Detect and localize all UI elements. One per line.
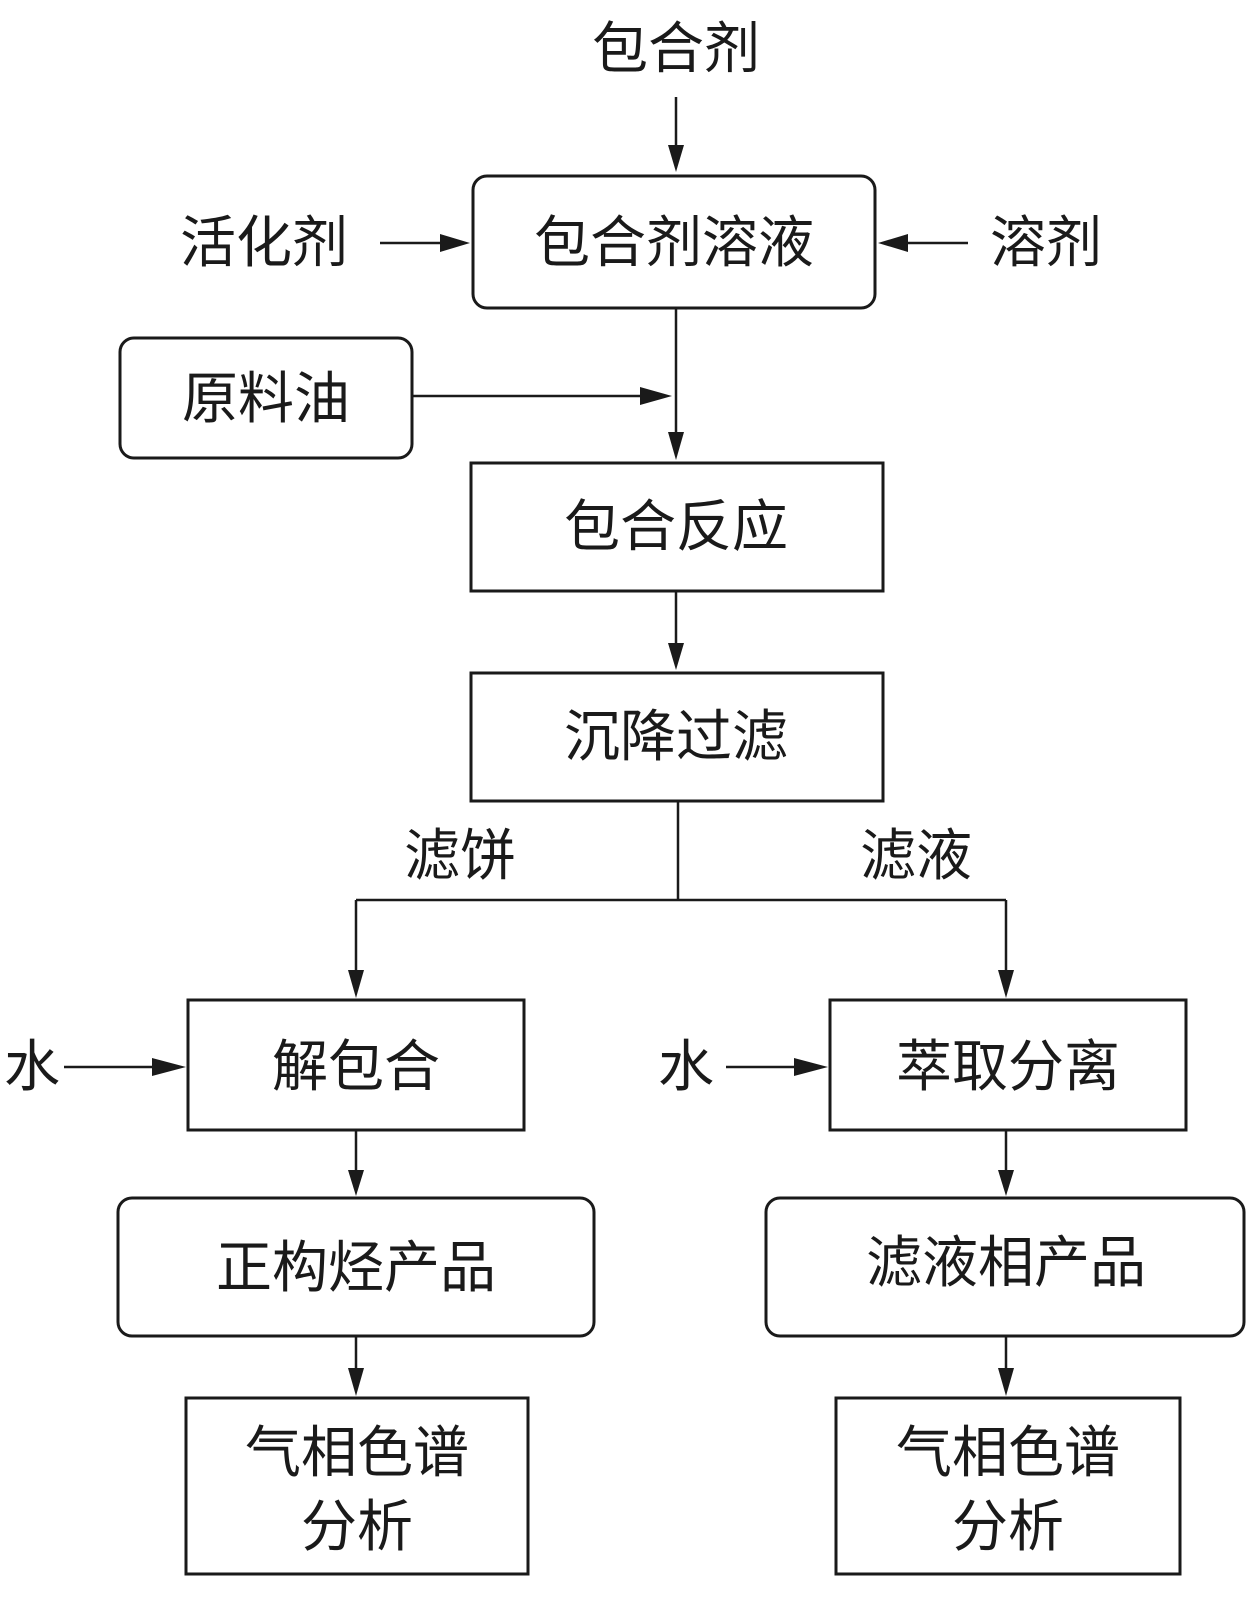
- arrowhead: [998, 1170, 1014, 1196]
- activator-label: 活化剂: [180, 211, 348, 276]
- arrowhead: [348, 970, 364, 998]
- arrowhead: [668, 643, 684, 670]
- settling-filtration-label: 沉降过滤: [564, 705, 788, 770]
- arrowhead: [668, 432, 684, 460]
- inclusion-solution-box: [471, 174, 877, 310]
- feed-oil-box: [118, 336, 414, 460]
- filter-cake-label: 滤饼: [404, 824, 516, 889]
- arrowhead: [440, 234, 470, 252]
- arrowhead: [152, 1058, 186, 1076]
- water-left-label: 水: [4, 1035, 60, 1100]
- water-right-label: 水: [658, 1035, 714, 1100]
- gc-analysis-right-line1: 气相色谱: [896, 1421, 1120, 1486]
- filtrate-label: 滤液: [860, 824, 972, 889]
- settling-filtration-box: [469, 671, 885, 803]
- inclusion-solution-label: 包合剂溶液: [534, 211, 814, 276]
- arrowhead: [794, 1058, 828, 1076]
- extraction-separation-box: [828, 998, 1188, 1132]
- inclusion-reaction-box: [469, 461, 885, 593]
- arrowhead: [998, 1368, 1014, 1396]
- feed-oil-label: 原料油: [182, 367, 350, 432]
- gc-analysis-right-line2: 分析: [952, 1495, 1064, 1560]
- arrowhead: [878, 234, 908, 252]
- inclusion-reaction-label: 包合反应: [564, 495, 788, 560]
- inclusion-agent-label: 包合剂: [592, 17, 760, 82]
- solvent-label: 溶剂: [990, 211, 1102, 276]
- arrowhead: [998, 970, 1014, 998]
- arrowhead: [348, 1170, 364, 1196]
- n-alkane-product-label: 正构烃产品: [216, 1236, 496, 1301]
- filtrate-product-box: [764, 1196, 1246, 1338]
- de-inclusion-box: [186, 998, 526, 1132]
- gc-analysis-left-line1: 气相色谱: [245, 1421, 469, 1486]
- extraction-separation-label: 萃取分离: [896, 1035, 1120, 1100]
- arrowhead: [640, 387, 672, 405]
- gc-analysis-left-box: [184, 1396, 530, 1576]
- filtrate-product-label: 滤液相产品: [866, 1231, 1146, 1296]
- gc-analysis-right-box: [834, 1396, 1182, 1576]
- arrowhead: [348, 1368, 364, 1396]
- gc-analysis-left-line2: 分析: [301, 1495, 413, 1560]
- arrowhead: [668, 145, 684, 172]
- de-inclusion-label: 解包合: [272, 1035, 440, 1100]
- n-alkane-product-box: [116, 1196, 596, 1338]
